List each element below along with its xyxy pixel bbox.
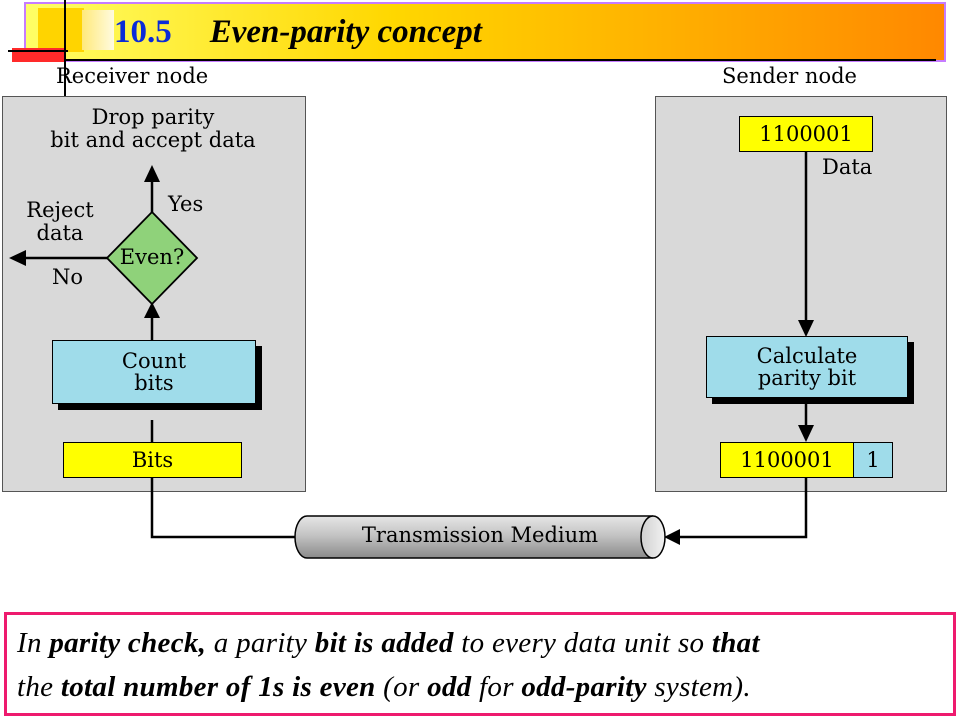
- drop-parity-line1: Drop parity: [91, 105, 215, 129]
- cap-l1-f: that: [711, 627, 760, 659]
- transmission-medium-label: Transmission Medium: [361, 523, 599, 547]
- calc-line2: parity bit: [757, 366, 857, 390]
- title-label: Even-parity concept: [209, 14, 482, 50]
- decision-diamond: [105, 210, 199, 306]
- sender-node-label: Sender node: [722, 64, 857, 88]
- decision-label: Even?: [119, 245, 185, 269]
- cap-l2-e: for: [471, 671, 522, 703]
- cap-l1-b: parity check,: [49, 627, 207, 659]
- data-label: Data: [822, 155, 873, 179]
- reject-data-label: Reject data: [8, 199, 112, 244]
- line-sender-to-medium: [680, 478, 808, 539]
- medium-right-cap: [640, 515, 666, 559]
- decor-square-light: [82, 10, 114, 50]
- arrowhead-no: [9, 250, 26, 266]
- cap-l2-d: odd: [427, 671, 472, 703]
- cap-l2-a: the: [17, 671, 61, 703]
- bits-box: Bits: [63, 442, 242, 478]
- reject-line1: Reject: [26, 198, 94, 222]
- cap-l2-c: (or: [375, 671, 428, 703]
- parity-bit-box: 1: [853, 442, 893, 478]
- decor-square: [38, 8, 84, 52]
- decor-vertical-line: [64, 0, 66, 96]
- yes-label: Yes: [168, 192, 204, 216]
- receiver-node-label: Receiver node: [56, 64, 209, 88]
- data-value-box: 1100001: [739, 116, 873, 152]
- count-line2: bits: [134, 371, 174, 395]
- calc-line1: Calculate: [756, 343, 858, 368]
- arrowhead-calc: [798, 320, 814, 337]
- cap-l2-g: system).: [646, 671, 751, 703]
- arrowhead-decision: [144, 302, 160, 318]
- medium-left-end: [294, 515, 308, 559]
- title-underline: [32, 59, 936, 61]
- line-medium-to-receiver: [150, 478, 300, 539]
- slide-title: 10.5 Even-parity concept: [114, 16, 482, 49]
- title-bar: [24, 2, 946, 62]
- cap-l1-c: a parity: [206, 627, 315, 659]
- caption-line-1: In parity check, a parity bit is added t…: [17, 627, 760, 660]
- reject-line2: data: [36, 220, 84, 245]
- output-data-box: 1100001: [720, 442, 854, 478]
- cap-l1-e: to every data unit so: [453, 627, 712, 659]
- arrowhead-medium: [664, 529, 680, 545]
- drop-parity-label: Drop parity bit and accept data: [18, 106, 288, 151]
- count-line1: Count: [121, 348, 187, 373]
- arrowhead-yes: [144, 165, 160, 182]
- caption-line-2: the total number of 1s is even (or odd f…: [17, 671, 751, 704]
- cap-l1-d: bit is added: [314, 627, 454, 659]
- arrowhead-output: [798, 425, 814, 442]
- medium-body: [307, 516, 653, 558]
- cap-l2-f: odd-parity: [521, 671, 647, 703]
- caption-box: In parity check, a parity bit is added t…: [4, 612, 956, 716]
- section-number: 10.5: [114, 14, 172, 50]
- decor-horizontal-line: [8, 50, 68, 52]
- no-label: No: [52, 265, 84, 289]
- cap-l1-a: In: [17, 627, 50, 659]
- cap-l2-b: total number of 1s is even: [60, 671, 376, 703]
- drop-parity-line2: bit and accept data: [50, 127, 256, 152]
